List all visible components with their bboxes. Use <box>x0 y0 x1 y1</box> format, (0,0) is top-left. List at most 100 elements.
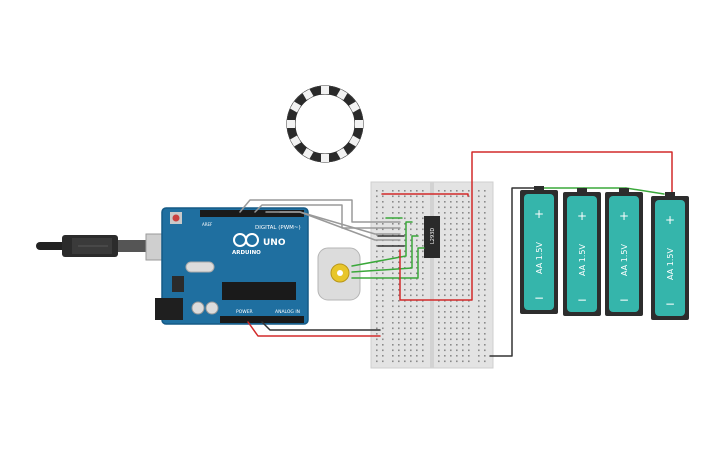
battery-3-label: AA 1.5V <box>620 244 629 276</box>
battery-4[interactable]: + AA 1.5V − <box>651 192 689 320</box>
breadboard-hole <box>444 327 446 330</box>
breadboard-hole <box>410 344 412 346</box>
breadboard-hole <box>462 261 464 264</box>
breadboard-hole <box>456 316 458 319</box>
breadboard-hole <box>404 239 406 242</box>
breadboard-hole <box>404 283 406 286</box>
breadboard-hole <box>410 245 412 247</box>
breadboard-hole <box>484 344 486 346</box>
breadboard-hole <box>450 272 452 275</box>
breadboard-hole <box>376 228 378 231</box>
battery-1[interactable]: + AA 1.5V − <box>520 186 558 314</box>
breadboard-hole <box>456 190 458 192</box>
breadboard-hole <box>462 272 464 275</box>
breadboard-hole <box>478 278 480 280</box>
wire-signal-4[interactable] <box>279 211 401 241</box>
dc-motor[interactable] <box>317 247 361 301</box>
breadboard[interactable] <box>370 181 494 369</box>
arduino-brand: ARDUINO <box>232 250 261 256</box>
arduino-logo-icon <box>233 233 259 247</box>
breadboard-hole <box>438 311 440 313</box>
wire-red-bb[interactable] <box>381 193 469 197</box>
neopixel-led <box>348 101 360 113</box>
breadboard-hole <box>450 239 452 242</box>
breadboard-hole <box>462 316 464 319</box>
breadboard-hole <box>404 278 406 280</box>
neopixel-led <box>348 135 360 147</box>
wire-signal-1[interactable] <box>239 199 401 223</box>
breadboard-hole <box>376 300 378 302</box>
battery-3[interactable]: + AA 1.5V − <box>605 188 643 316</box>
breadboard-hole <box>398 322 400 324</box>
breadboard-hole <box>422 212 424 214</box>
breadboard-hole <box>410 322 412 324</box>
breadboard-hole <box>376 344 378 346</box>
wire-battery-link-3[interactable] <box>625 187 665 195</box>
motor-driver-ic[interactable]: L293D <box>424 216 440 258</box>
breadboard-hole <box>484 322 486 324</box>
breadboard-hole <box>422 245 424 247</box>
wire-red-bb-2[interactable] <box>399 151 673 301</box>
breadboard-hole <box>404 294 406 297</box>
breadboard-hole <box>404 349 406 352</box>
wire-motor-1[interactable] <box>351 221 413 267</box>
breadboard-hole <box>422 289 424 291</box>
breadboard-hole <box>422 239 424 242</box>
battery-3-plus: + <box>619 209 629 223</box>
breadboard-hole <box>438 294 440 297</box>
usb-cable[interactable] <box>36 233 173 261</box>
breadboard-hole <box>416 212 418 214</box>
breadboard-hole <box>450 344 452 346</box>
breadboard-hole <box>404 316 406 319</box>
breadboard-hole <box>404 190 406 192</box>
wire-motor-2[interactable] <box>351 235 419 273</box>
breadboard-hole <box>392 322 394 324</box>
power-jack <box>155 298 183 320</box>
breadboard-hole <box>382 316 384 319</box>
neopixel-led <box>287 120 295 128</box>
neopixel-ring[interactable] <box>286 85 364 163</box>
wire-arduino-5v[interactable] <box>247 321 381 337</box>
breadboard-hole <box>398 327 400 330</box>
breadboard-hole <box>484 245 486 247</box>
breadboard-hole <box>404 289 406 291</box>
breadboard-hole <box>462 239 464 242</box>
neopixel-led <box>290 101 302 113</box>
wire-battery-gnd[interactable] <box>489 187 535 357</box>
wire-signal-2[interactable] <box>254 204 401 229</box>
breadboard-hole <box>376 338 378 341</box>
breadboard-hole <box>478 322 480 324</box>
breadboard-hole <box>462 294 464 297</box>
breadboard-hole <box>462 327 464 330</box>
breadboard-hole <box>382 272 384 275</box>
breadboard-hole <box>444 217 446 220</box>
breadboard-hole <box>376 201 378 203</box>
breadboard-hole <box>392 272 394 275</box>
arduino-model: UNO <box>263 238 286 248</box>
breadboard-hole <box>462 305 464 308</box>
breadboard-hole <box>468 256 470 258</box>
breadboard-hole <box>422 355 424 357</box>
power-label: POWER <box>236 309 253 315</box>
neopixel-led <box>336 89 348 101</box>
breadboard-hole <box>450 278 452 280</box>
breadboard-hole <box>478 349 480 352</box>
breadboard-hole <box>468 217 470 220</box>
breadboard-hole <box>462 300 464 302</box>
breadboard-hole <box>422 311 424 313</box>
breadboard-hole <box>450 245 452 247</box>
breadboard-hole <box>468 223 470 225</box>
wire-motor-3[interactable] <box>351 247 425 279</box>
wire-arduino-gnd[interactable] <box>261 321 381 331</box>
battery-2[interactable]: + AA 1.5V − <box>563 188 601 316</box>
breadboard-hole <box>410 283 412 286</box>
breadboard-hole <box>478 234 480 236</box>
breadboard-hole <box>392 338 394 341</box>
breadboard-hole <box>444 195 446 198</box>
arduino-uno[interactable]: DIGITAL (PWM~) AREF ARDUINO UNO POWER AN… <box>155 207 309 325</box>
breadboard-hole <box>404 195 406 198</box>
breadboard-hole <box>444 316 446 319</box>
breadboard-hole <box>416 338 418 341</box>
digital-header <box>200 210 304 217</box>
